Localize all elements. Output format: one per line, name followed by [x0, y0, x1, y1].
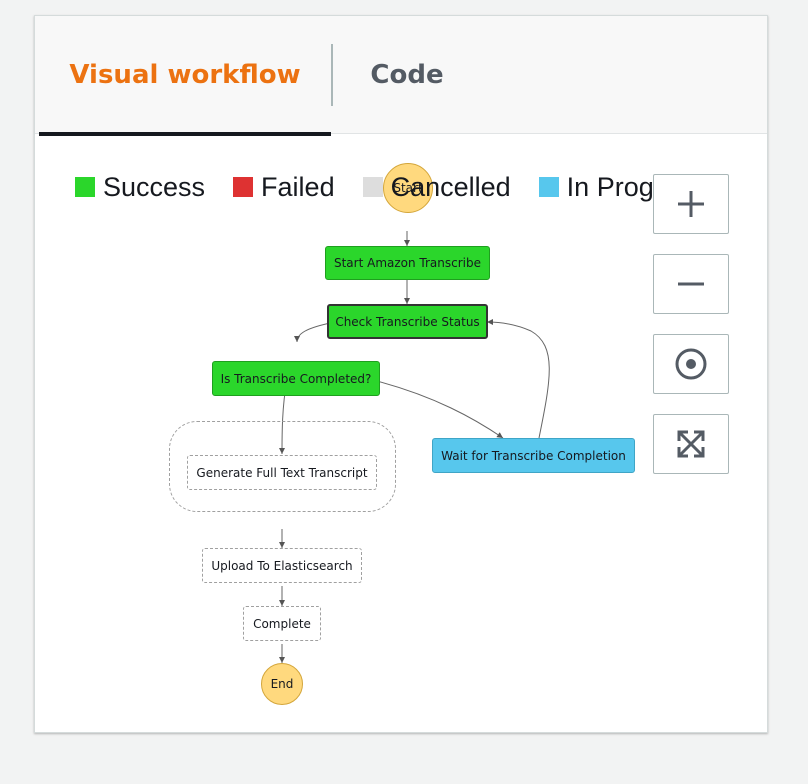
status-legend: Success Failed Cancelled In Prog [75, 171, 682, 203]
zoom-in-icon [678, 191, 704, 217]
legend-label-success: Success [103, 171, 206, 202]
end-node[interactable]: End [261, 663, 303, 705]
state-complete[interactable]: Complete [243, 606, 321, 641]
tab-code[interactable]: Code [370, 60, 444, 90]
legend-item-cancelled: Cancelled [362, 171, 511, 203]
zoom-in-button[interactable] [653, 174, 729, 234]
fit-screen-button[interactable] [653, 414, 729, 474]
state-upload-to-elasticsearch[interactable]: Upload To Elasticsearch [202, 548, 362, 583]
failed-swatch [233, 177, 254, 197]
legend-label-in-progress: In Prog [566, 171, 654, 202]
state-is-transcribe-completed[interactable]: Is Transcribe Completed? [212, 361, 380, 396]
success-swatch [75, 177, 95, 197]
edge-is-completed-to-wait [372, 379, 504, 439]
legend-item-in-progress: In Prog [538, 171, 654, 203]
start-node[interactable]: Start [383, 163, 433, 213]
center-button[interactable] [653, 334, 729, 394]
tab-bar: Visual workflow Code [35, 16, 767, 136]
state-generate-full-text-transcript[interactable]: Generate Full Text Transcript [187, 455, 377, 490]
legend-label-cancelled: Cancelled [390, 171, 511, 202]
center-icon [675, 348, 707, 380]
legend-label-failed: Failed [261, 171, 335, 202]
state-check-transcribe-status[interactable]: Check Transcribe Status [327, 304, 488, 339]
workflow-panel: Visual workflow Code Success Failed Canc… [34, 15, 768, 733]
fit-screen-icon [677, 430, 705, 458]
edge-wait-to-check [486, 319, 550, 439]
zoom-out-icon [678, 282, 704, 286]
tab-divider [331, 44, 333, 106]
state-start-amazon-transcribe[interactable]: Start Amazon Transcribe [325, 246, 490, 280]
zoom-out-button[interactable] [653, 254, 729, 314]
legend-item-failed: Failed [233, 172, 335, 203]
cancelled-swatch [362, 177, 383, 197]
state-wait-for-transcribe-completion[interactable]: Wait for Transcribe Completion [432, 438, 635, 473]
parallel-group [169, 421, 396, 512]
in-progress-swatch [538, 177, 559, 197]
legend-item-success: Success [75, 172, 205, 203]
tab-visual-workflow[interactable]: Visual workflow [39, 16, 331, 136]
workflow-graph-canvas[interactable]: Start Start Amazon Transcribe Check Tran… [35, 134, 767, 732]
